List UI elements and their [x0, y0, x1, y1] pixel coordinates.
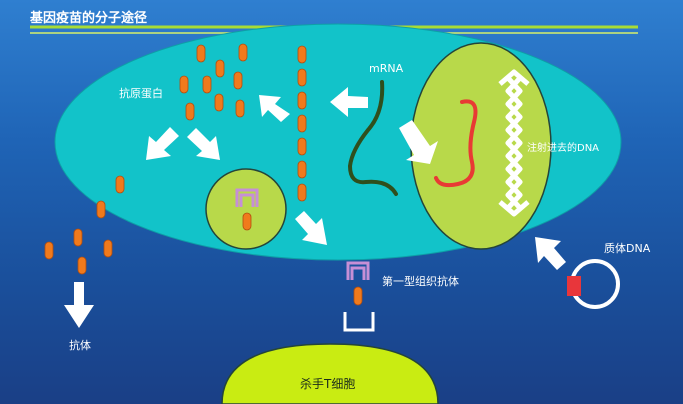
protein-pill	[215, 59, 225, 78]
dna-helix	[498, 69, 530, 217]
arrow-mrna-to-protein	[330, 87, 368, 117]
label-injected-dna: 注射进去的DNA	[527, 143, 600, 154]
label-mhc-type1: 第一型组织抗体	[382, 275, 459, 288]
arrow-plasmid-in	[535, 237, 566, 270]
arrow-protein-downleft	[146, 127, 179, 160]
protein-pill	[233, 71, 243, 90]
arrow-protein-downright	[187, 128, 220, 160]
protein-pill	[238, 43, 248, 62]
label-plasmid-dna: 质体DNA	[604, 242, 651, 255]
protein-pill	[297, 160, 307, 179]
protein-pill	[235, 99, 245, 118]
plasmid-marker	[567, 276, 581, 296]
protein-pill	[297, 137, 307, 156]
protein-pill	[73, 228, 83, 247]
protein-pill	[115, 175, 125, 194]
label-antibody: 抗体	[69, 339, 91, 352]
arrow-to-mhc	[295, 211, 327, 245]
label-killer-t-cell: 杀手T细胞	[300, 377, 356, 391]
mrna-strand	[347, 80, 398, 196]
injected-dna-strand	[434, 99, 478, 188]
killer-t-cell	[221, 343, 439, 404]
protein-pill	[297, 183, 307, 202]
peptide-bound	[353, 286, 363, 306]
peptide-in-vesicle	[242, 212, 252, 231]
protein-pill	[196, 44, 206, 63]
arrow-protein-upleft	[259, 95, 290, 122]
arrow-antibody-down	[64, 282, 94, 328]
mhc-type1-receptor	[346, 261, 370, 280]
mhc-in-vesicle	[235, 188, 259, 207]
er-vesicle	[205, 168, 287, 250]
protein-pill	[77, 256, 87, 275]
label-antigen-protein: 抗原蛋白	[119, 87, 163, 100]
arrow-nucleus-to-mrna	[399, 120, 438, 164]
protein-pill	[103, 239, 113, 258]
diagram-title: 基因疫苗的分子途径	[30, 11, 148, 26]
protein-pill	[44, 241, 54, 260]
protein-pill	[297, 68, 307, 87]
protein-pill	[297, 114, 307, 133]
label-mrna: mRNA	[369, 62, 404, 75]
protein-pill	[96, 200, 106, 219]
protein-pill	[297, 45, 307, 64]
protein-pill	[297, 91, 307, 110]
protein-pill	[179, 75, 189, 94]
t-cell-receptor	[343, 312, 375, 332]
protein-pill	[202, 75, 212, 94]
protein-pill	[185, 102, 195, 121]
protein-pill	[214, 93, 224, 112]
